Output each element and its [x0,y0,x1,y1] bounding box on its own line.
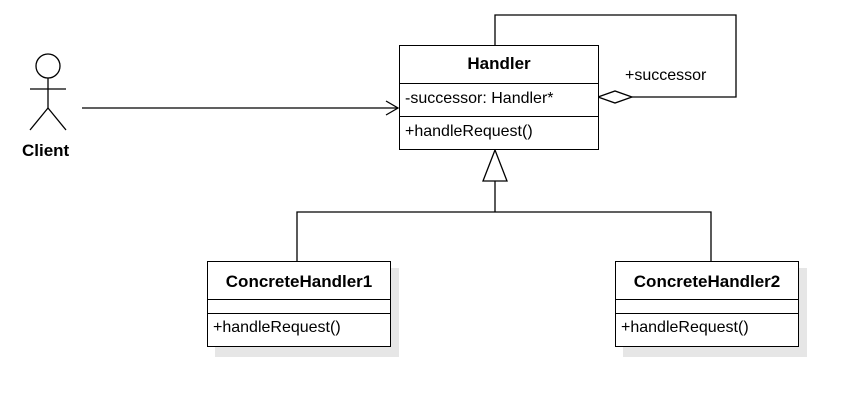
concrete-handler-1-name: ConcreteHandler1 [225,272,373,291]
concrete-handler-1-class[interactable]: ConcreteHandler1 +handleRequest() [207,261,391,347]
concrete-handler-1-divider-top [208,299,390,300]
inheritance-connector [296,148,712,261]
concrete-handler-2-divider-top [616,299,798,300]
client-actor-icon [29,53,67,131]
concrete-handler-2-class[interactable]: ConcreteHandler2 +handleRequest() [615,261,799,347]
concrete-handler-2-name: ConcreteHandler2 [633,272,781,291]
handler-class[interactable]: Handler -successor: Handler* +handleRequ… [399,45,599,150]
handler-attribute: -successor: Handler* [405,90,554,107]
client-to-handler-arrow [82,100,400,116]
handler-divider-bottom [400,116,598,117]
concrete-handler-2-operation: +handleRequest() [621,319,749,336]
concrete-handler-1-operation: +handleRequest() [213,319,341,336]
handler-class-name: Handler [467,54,531,73]
successor-self-association [494,14,737,104]
concrete-handler-2-divider-bottom [616,313,798,314]
client-label: Client [22,141,70,160]
handler-divider-top [400,83,598,84]
handler-operation: +handleRequest() [405,123,533,140]
concrete-handler-1-divider-bottom [208,313,390,314]
successor-role-label: +successor [625,67,707,84]
